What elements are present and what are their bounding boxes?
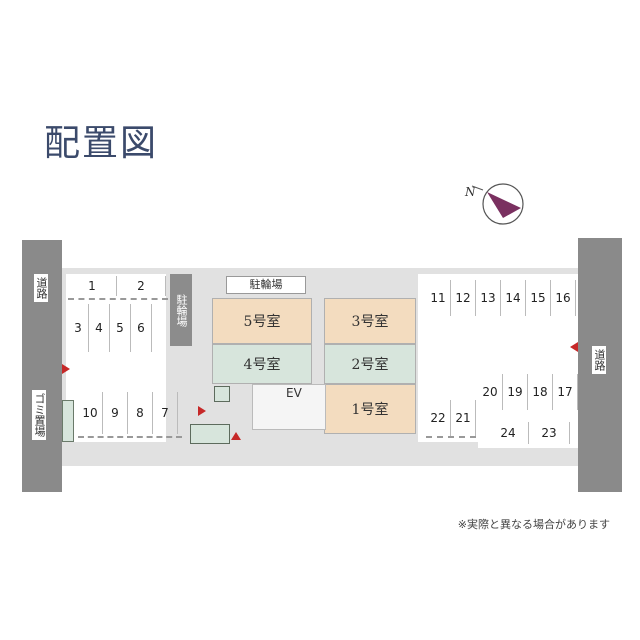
unit-2: 2号室	[324, 344, 416, 384]
parking-space: 2	[117, 276, 166, 296]
parking-space: 15	[526, 280, 551, 316]
parking-space: 11	[426, 280, 451, 316]
parking-space: 22	[426, 400, 451, 436]
parking-space: 12	[451, 280, 476, 316]
entrance-arrow	[62, 364, 70, 374]
parking-row-right-low: 22 21	[426, 400, 476, 436]
parking-line	[68, 298, 168, 300]
parking-space: 8	[128, 392, 153, 434]
parking-area-left	[66, 274, 166, 442]
unit-3: 3号室	[324, 298, 416, 344]
parking-space: 7	[153, 392, 178, 434]
page-title: 配置図	[44, 123, 159, 164]
parking-space: 19	[503, 374, 528, 410]
parking-space: 24	[488, 422, 529, 444]
garbage-area	[62, 400, 74, 442]
bike-parking-top: 駐輪場	[226, 276, 306, 294]
parking-row-right-mid: 20 19 18 17	[478, 374, 578, 410]
parking-space: 3	[68, 304, 89, 352]
compass-north-label: N	[464, 185, 476, 199]
unit-4: 4号室	[212, 344, 312, 384]
parking-space: 10	[78, 392, 103, 434]
parking-space: 20	[478, 374, 503, 410]
garbage-label: ゴミ置場	[32, 390, 46, 440]
bike-parking-side: 駐輪場	[170, 274, 192, 346]
entrance-arrow	[198, 406, 206, 416]
entrance-step	[190, 424, 230, 444]
parking-space: 16	[551, 280, 576, 316]
parking-row-left-mid: 3 4 5 6	[68, 304, 152, 352]
left-road-label: 道路	[34, 274, 48, 302]
parking-row-left-bottom: 10 9 8 7	[78, 392, 178, 434]
parking-space: 23	[529, 422, 570, 444]
parking-line	[78, 436, 182, 438]
parking-area-right	[418, 274, 578, 442]
parking-space: 1	[68, 276, 117, 296]
parking-space: 13	[476, 280, 501, 316]
right-road-label: 道路	[592, 346, 606, 374]
parking-space: 4	[89, 304, 110, 352]
entrance-arrow	[231, 432, 241, 440]
parking-space: 21	[451, 400, 476, 436]
parking-space: 5	[110, 304, 131, 352]
entrance-green	[214, 386, 230, 402]
entrance-arrow	[570, 342, 578, 352]
parking-line	[426, 436, 476, 438]
parking-space: 6	[131, 304, 152, 352]
disclaimer-note: ※実際と異なる場合があります	[457, 518, 610, 531]
parking-space: 14	[501, 280, 526, 316]
parking-row-right-bottom: 24 23	[488, 422, 570, 444]
compass-icon: N	[464, 183, 524, 225]
parking-space: 18	[528, 374, 553, 410]
unit-5: 5号室	[212, 298, 312, 344]
corridor	[252, 384, 326, 430]
site-plan: 道路 道路 1 2 3 4 5 6 10 9 8 7 ゴミ置場 駐輪場 駐輪場 …	[22, 238, 622, 500]
parking-space: 17	[553, 374, 578, 410]
unit-1: 1号室	[324, 384, 416, 434]
ev-label: EV	[286, 386, 302, 400]
parking-row-right-top: 11 12 13 14 15 16	[426, 280, 576, 316]
parking-space: 9	[103, 392, 128, 434]
parking-row-top-left: 1 2	[68, 276, 168, 296]
